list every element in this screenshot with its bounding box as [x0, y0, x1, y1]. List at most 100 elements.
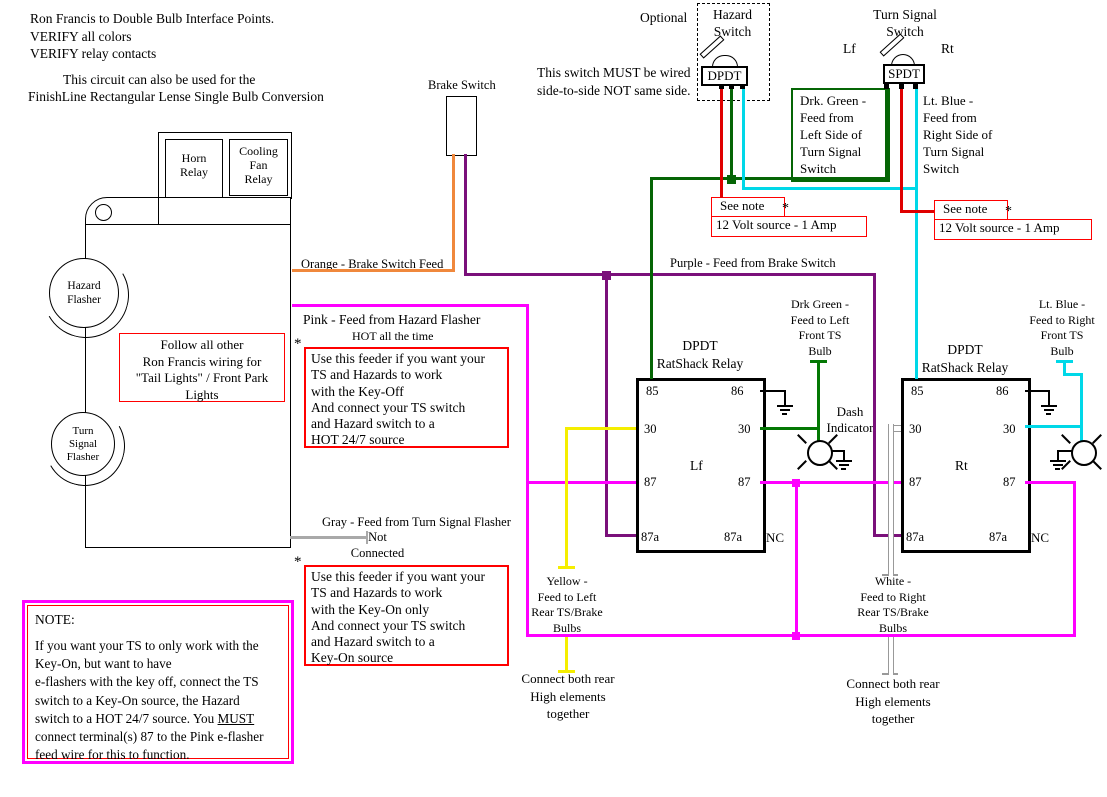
turn-signal-flasher: Turn Signal Flasher	[51, 412, 115, 476]
wire-green-feed-bar	[810, 360, 827, 363]
bulb-ray	[797, 434, 807, 444]
hazard-flasher: Hazard Flasher	[49, 258, 119, 328]
wire-right-86-ground-drop	[1048, 390, 1050, 405]
relay-right-t86: 86	[996, 384, 1009, 398]
bulb-ray	[1092, 434, 1102, 444]
wire-red-to-source	[900, 210, 934, 213]
relay-left-t30l: 30	[644, 422, 657, 436]
hazard-switch-dashed-box	[697, 3, 770, 101]
turn-switch-lf-label: Lf	[843, 41, 856, 56]
wire-yellow-stub	[565, 637, 568, 672]
relay-right-t87ar: 87a	[989, 530, 1008, 544]
note-box-outer: NOTE: If you want your TS to only work w…	[22, 600, 294, 764]
terminal-nub	[719, 84, 724, 89]
wire-gray-end-tick	[366, 531, 368, 544]
wire-white-to-30	[892, 425, 901, 432]
wire-left-bulb-ground	[831, 450, 845, 452]
wire-red-spdt-center	[900, 84, 903, 213]
purple-junction-dot	[602, 271, 611, 280]
terminal-nub	[740, 84, 745, 89]
pink-junction-dot	[792, 479, 800, 487]
wire-right-bulb-ground	[1057, 450, 1072, 452]
header-subtitle-1: This circuit can also be used for the	[63, 72, 256, 87]
wire-purple-from-brake	[464, 154, 467, 276]
pink-junction-dot	[792, 632, 800, 640]
see-note-right-box: See note	[934, 200, 1008, 220]
volt-source-right-box: 12 Volt source - 1 Amp	[934, 219, 1092, 240]
wire-yellow-vertical	[565, 427, 568, 568]
note-box-inner: NOTE: If you want your TS to only work w…	[27, 605, 289, 762]
relay-left-nc: NC	[766, 530, 785, 545]
optional-label: Optional	[640, 10, 688, 25]
terminal-nub	[884, 84, 889, 89]
wire-purple-left-drop	[605, 273, 608, 537]
terminal-nub	[899, 84, 904, 89]
relay-right-title: DPDT RatShack Relay	[921, 342, 1009, 375]
horn-relay-box: Horn Relay	[165, 139, 223, 203]
wire-green-spdt-left	[885, 84, 888, 180]
bulb-ray	[797, 460, 807, 470]
purple-feed-label: Purple - Feed from Brake Switch	[670, 256, 836, 270]
header-subtitle-2: FinishLine Rectangular Lense Single Bulb…	[28, 89, 324, 104]
hazard-switch-label: Hazard Switch	[713, 7, 752, 39]
panel-top-band	[85, 197, 291, 226]
white-feed-label: White - Feed to Right Rear TS/Brake Bulb…	[857, 574, 929, 635]
relay-right-box	[901, 378, 1031, 553]
wire-left-86-ground	[760, 390, 786, 392]
wire-cyan-horizontal	[742, 187, 918, 190]
header-title: Ron Francis to Double Bulb Interface Poi…	[30, 11, 275, 61]
drk-green-feed-label: Drk. Green - Feed from Left Side of Turn…	[800, 93, 867, 176]
relay-right-t87al: 87a	[906, 530, 925, 544]
wire-cyan-feed-stub	[1063, 362, 1066, 376]
gray-not-connected-label: Not Connected	[350, 530, 405, 560]
wire-yellow-to-30	[565, 427, 636, 430]
wire-pink-bottom	[526, 634, 1076, 637]
feeder-note-key-on-box: Use this feeder if you want your TS and …	[304, 565, 509, 666]
relay-right-t85: 85	[911, 384, 924, 398]
wire-yellow-stub-bar	[558, 670, 575, 673]
orange-feed-label: Orange - Brake Switch Feed	[301, 257, 444, 271]
panel-mount-hole	[95, 204, 112, 221]
wire-purple-horizontal	[464, 273, 876, 276]
terminal-nub	[913, 84, 918, 89]
wire-cyan-feed-bar	[1056, 360, 1073, 363]
see-note-left-asterisk: *	[782, 201, 789, 216]
note-body: If you want your TS to only work with th…	[35, 638, 264, 763]
relay-right-name: Rt	[955, 458, 968, 473]
wire-green-horizontal	[650, 177, 888, 180]
relay-left-name: Lf	[690, 458, 703, 473]
see-note-right-asterisk: *	[1005, 204, 1012, 219]
relay-left-box	[636, 378, 766, 553]
relay-right-t87l: 87	[909, 475, 922, 489]
relay-left-t87l: 87	[644, 475, 657, 489]
cooling-fan-relay-box: Cooling Fan Relay	[229, 139, 288, 196]
hazard-wiring-warning: This switch MUST be wired side-to-side N…	[537, 65, 691, 98]
relay-right-t30r: 30	[1003, 422, 1016, 436]
relay-left-title: DPDT RatShack Relay	[656, 338, 744, 371]
wire-pink-between-relays	[760, 481, 901, 484]
feeder-asterisk-1: *	[294, 336, 302, 352]
green-junction-dot	[727, 175, 736, 184]
dash-indicator-bulb-icon	[807, 440, 833, 466]
wire-right-bulb-ground-drop	[1057, 450, 1059, 460]
yellow-feed-label: Yellow - Feed to Left Rear TS/Brake Bulb…	[531, 574, 603, 635]
drk-green-bulb-label: Drk Green - Feed to Left Front TS Bulb	[790, 297, 850, 358]
relay-left-t87al: 87a	[641, 530, 660, 544]
wire-green-hazard	[730, 84, 733, 179]
volt-source-left-box: 12 Volt source - 1 Amp	[711, 216, 867, 237]
wire-orange-horizontal	[292, 269, 455, 272]
wire-purple-to-left-87a	[605, 534, 636, 537]
feeder-asterisk-2: *	[294, 554, 302, 570]
see-note-left-box: See note	[711, 197, 785, 217]
wire-yellow-end-bar	[558, 566, 575, 569]
turn-toggle-switch: SPDT	[883, 64, 925, 84]
turn-signal-switch-label: Turn Signal Switch	[873, 7, 937, 39]
wire-left-86-ground-drop	[784, 390, 786, 405]
relay-left-t87r: 87	[738, 475, 751, 489]
feeder-note-key-off-box: Use this feeder if you want your TS and …	[304, 347, 509, 448]
wire-pink-right-vertical	[1073, 481, 1076, 637]
relay-left-t30r: 30	[738, 422, 751, 436]
wire-gray-not-connected	[290, 536, 368, 539]
relay-left-t85: 85	[646, 384, 659, 398]
